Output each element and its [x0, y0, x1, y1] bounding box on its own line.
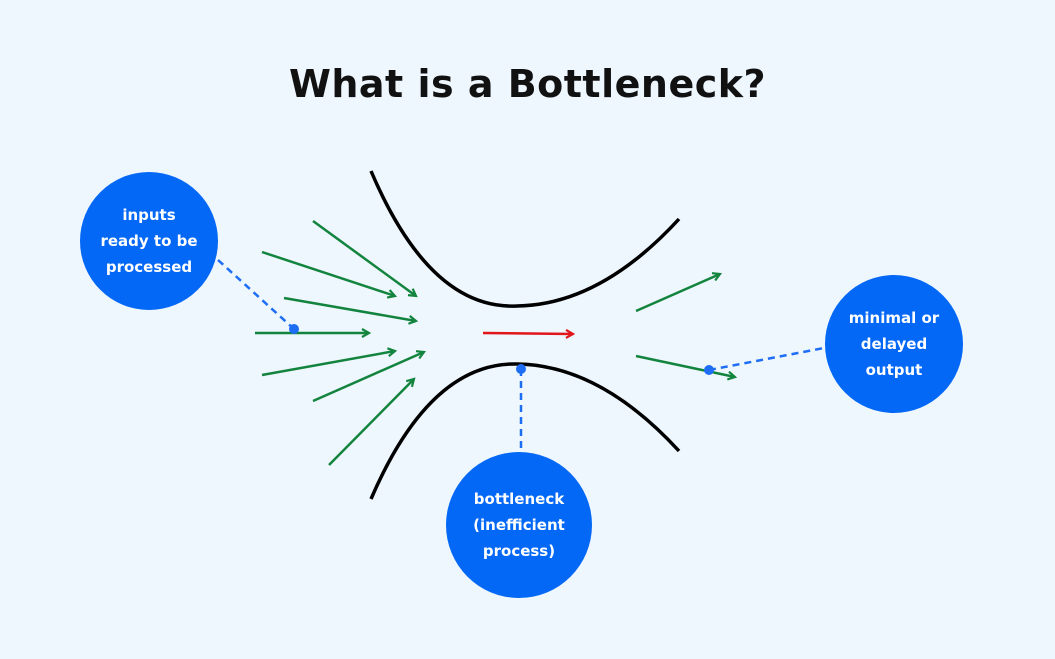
- connectors: [217, 259, 825, 455]
- input-arrows: [255, 219, 424, 466]
- bottleneck-walls: [369, 170, 681, 500]
- output-label: minimal or delayed output: [848, 309, 940, 379]
- flow-arrow: [482, 333, 573, 334]
- inputs-label: inputs ready to be processed: [100, 206, 198, 276]
- connector-dots: [289, 324, 714, 375]
- output-arrows: [635, 274, 735, 377]
- output-bubble: minimal or delayed output: [825, 275, 963, 413]
- bottleneck-bubble: bottleneck (inefficient process): [446, 452, 592, 598]
- inputs-bubble: inputs ready to be processed: [80, 172, 218, 310]
- top-wall: [369, 170, 681, 308]
- page-title: What is a Bottleneck?: [288, 62, 767, 106]
- bottleneck-label: bottleneck (inefficient process): [473, 490, 565, 560]
- bottom-wall: [369, 362, 681, 500]
